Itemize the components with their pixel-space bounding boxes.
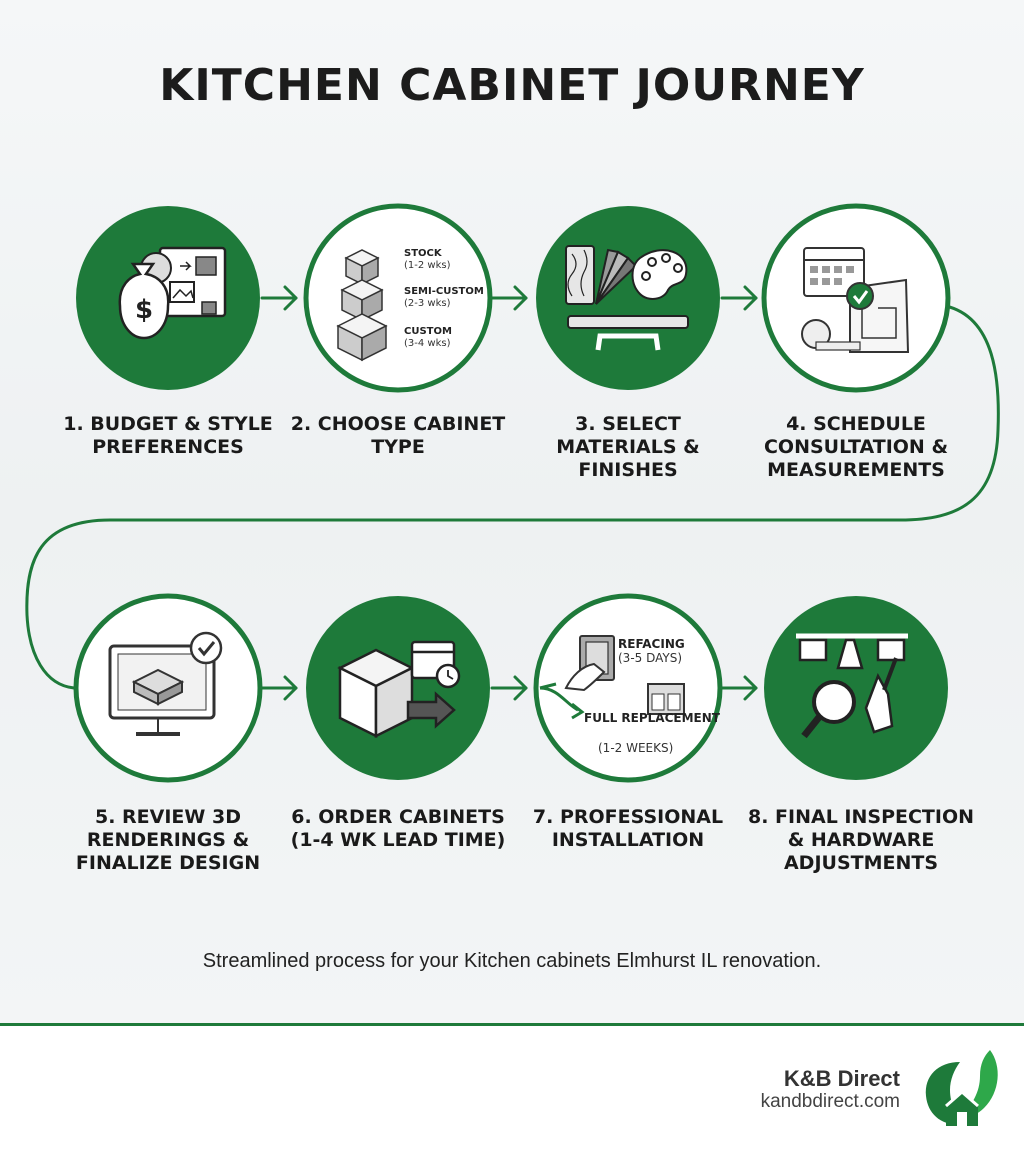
- install-option-full-replacement-time: (1-2 WEEKS): [598, 741, 673, 755]
- svg-text:$: $: [135, 295, 153, 325]
- step-5-circle: [73, 593, 263, 783]
- footer: K&B Direct kandbdirect.com: [0, 1026, 1024, 1154]
- monitor-3d-icon: [108, 631, 223, 736]
- cabinet-option-custom-time: (3-4 wks): [404, 338, 451, 349]
- step-2-circle: STOCK (1-2 wks) SEMI-CUSTOM (2-3 wks) CU…: [303, 203, 493, 393]
- brand-logo-icon: [925, 1050, 998, 1126]
- calendar-blueprint-icon: [801, 247, 910, 353]
- install-option-full-replacement: FULL REPLACEMENT: [584, 711, 721, 725]
- process-flow: $ STOCK (1-2 wks) SEMI-CUSTOM (2-3 wks) …: [25, 203, 1000, 783]
- step-label-3: 3. SELECT MATERIALS & FINISHES: [556, 413, 700, 481]
- step-8-circle: [764, 596, 948, 780]
- installation-icon: [539, 635, 685, 720]
- cabinet-boxes-icon: [336, 249, 388, 362]
- brand-url[interactable]: kandbdirect.com: [760, 1091, 900, 1112]
- cabinet-option-semi-custom-time: (2-3 wks): [404, 298, 451, 309]
- money-bag-icon: $: [118, 246, 227, 340]
- step-label-8: 8. FINAL INSPECTION & HARDWARE ADJUSTMEN…: [747, 806, 974, 874]
- caption: Streamlined process for your Kitchen cab…: [202, 950, 822, 972]
- arrow-1-2: [260, 285, 298, 311]
- page-title: KITCHEN CABINET JOURNEY: [159, 60, 865, 111]
- step-1-circle: $: [76, 206, 260, 390]
- install-option-refacing: REFACING: [618, 637, 685, 651]
- step-label-6: 6. ORDER CABINETS (1-4 WK LEAD TIME): [290, 806, 506, 851]
- swatch-palette-icon: [565, 245, 689, 351]
- connector-4-5: [25, 304, 1000, 690]
- cabinet-option-semi-custom: SEMI-CUSTOM: [404, 286, 484, 297]
- step-label-4: 4. SCHEDULE CONSULTATION & MEASUREMENTS: [763, 413, 949, 481]
- step-label-1: 1. BUDGET & STYLE PREFERENCES: [63, 413, 273, 458]
- step-label-2: 2. CHOOSE CABINET TYPE: [290, 413, 506, 458]
- arrow-6-7: [490, 675, 528, 701]
- arrow-7-8: [720, 675, 758, 701]
- brand-name: K&B Direct: [783, 1066, 900, 1091]
- arrow-5-6: [260, 675, 298, 701]
- arrow-2-3: [490, 285, 528, 311]
- arrow-3-4: [720, 285, 758, 311]
- step-7-circle: REFACING (3-5 DAYS) FULL REPLACEMENT (1-…: [533, 593, 723, 783]
- inspection-icon: [796, 633, 908, 739]
- step-3-circle: [536, 206, 720, 390]
- install-option-refacing-time: (3-5 DAYS): [618, 651, 682, 665]
- step-label-5: 5. REVIEW 3D RENDERINGS & FINALIZE DESIG…: [75, 806, 261, 874]
- footer-divider: [0, 1023, 1024, 1026]
- step-6-circle: [306, 596, 490, 780]
- cabinet-option-stock: STOCK: [404, 248, 443, 259]
- infographic: KITCHEN CABINET JOURNEY: [0, 0, 1024, 1025]
- step-label-7: 7. PROFESSIONAL INSTALLATION: [532, 806, 724, 851]
- cabinet-option-custom: CUSTOM: [404, 326, 452, 337]
- shipping-box-icon: [337, 640, 461, 739]
- step-4-circle: [761, 203, 951, 393]
- cabinet-option-stock-time: (1-2 wks): [404, 260, 451, 271]
